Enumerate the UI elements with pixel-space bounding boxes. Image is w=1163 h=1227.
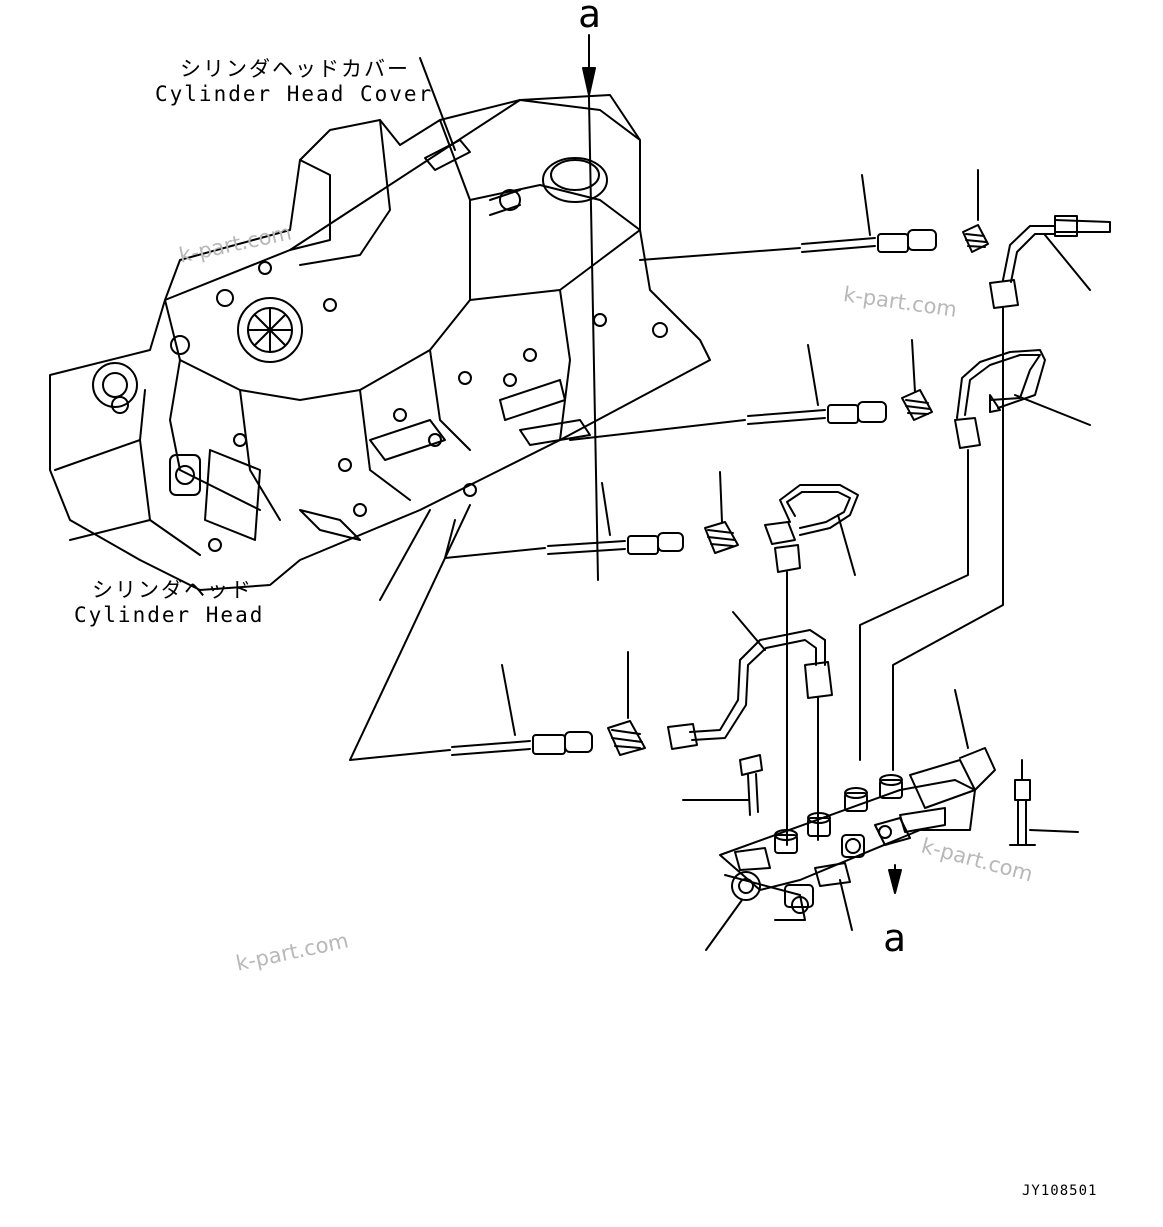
injector-row-3 [547,471,739,555]
fuel-tube-1 [892,215,1111,771]
arrow-label-bottom: a [883,916,906,960]
cylinder-head-assembly [49,94,711,591]
injector-row-4 [451,651,646,756]
injector-row-1 [801,169,989,253]
common-rail [682,689,1079,951]
cylinder-head-cover-label-jp: シリンダヘッドカバー [180,57,410,81]
cylinder-head-cover-label-en: Cylinder Head Cover [155,82,434,106]
fuel-tube-2 [859,349,1091,761]
fuel-tube-3 [764,484,859,846]
injector-row-2 [747,339,933,425]
cylinder-head-label-en: Cylinder Head [74,603,265,627]
arrow-a-bottom-line [888,864,902,894]
leader-cover [419,57,456,151]
cylinder-head-label-jp: シリンダヘッド [92,578,253,602]
arrow-label-top: a [578,0,601,36]
drawing-code: JY108501 [1022,1183,1098,1199]
fuel-tube-4 [667,611,833,841]
arrow-a-top-line [582,34,599,581]
